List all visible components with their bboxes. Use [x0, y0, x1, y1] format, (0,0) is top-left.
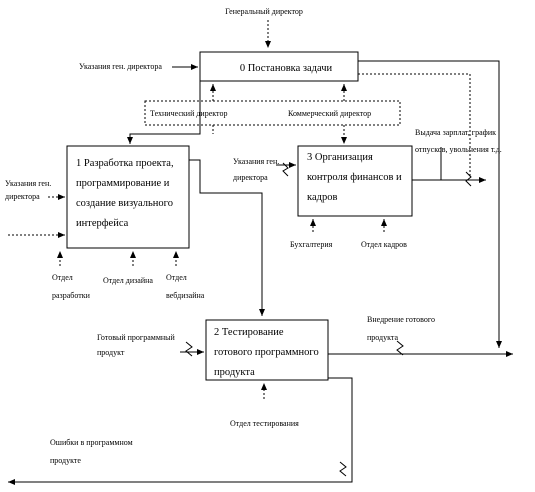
- box-1-development: [66, 145, 190, 249]
- testing-dept-label: Отдел тестирования: [230, 419, 299, 428]
- finished-product-line-2: продукт: [97, 348, 125, 357]
- gen-dir-box3-line-2: директора: [233, 173, 268, 182]
- box-2-line-1: 2 Тестирование: [214, 327, 284, 338]
- dept-web-line-1: Отдел: [166, 273, 187, 282]
- gen-dir-box3-line-1: Указания ген.: [233, 157, 279, 166]
- box0-output-right: [358, 60, 502, 348]
- issue-line-1: Выдача зарплат, график: [415, 128, 496, 137]
- gen-dir-left-line-1: Указания ген.: [5, 179, 51, 188]
- box-3-line-1: 3 Организация: [307, 152, 373, 163]
- box-2-line-3: продукта: [214, 367, 255, 378]
- errors-line-1: Ошибки в программном: [50, 438, 133, 447]
- exec-director-label: Коммерческий директор: [288, 109, 371, 118]
- box-2-line-2: готового программного: [214, 347, 319, 358]
- tunnel-mark-box3-output: [465, 171, 472, 187]
- dept-web-line-2: вебдизайна: [166, 291, 205, 300]
- gen-dir-left-line-2: директора: [5, 192, 40, 201]
- errors-feedback-arrow: [8, 377, 353, 485]
- box-1-line-1: 1 Разработка проекта,: [76, 158, 174, 169]
- dept-dev-line-1: Отдел: [52, 273, 73, 282]
- tunnel-mark-box2-input: [185, 341, 193, 357]
- dept-dev-line-2: разработки: [52, 291, 91, 300]
- box-1-line-4: интерфейса: [76, 218, 129, 229]
- box0-output-dashed: [358, 73, 471, 178]
- mechanism-directors-group: [144, 100, 401, 126]
- box-3-finance-control: [297, 145, 413, 217]
- box-3-line-2: контроля финансов и: [307, 172, 402, 183]
- box-1-line-2: программирование и: [76, 178, 170, 189]
- box-3-line-3: кадров: [307, 192, 337, 203]
- finished-product-line-1: Готовый программный: [97, 333, 176, 342]
- tunnel-mark-box2-output: [396, 340, 404, 356]
- issue-line-2: отпусков, увольнения т.д.: [415, 145, 502, 154]
- hr-label: Отдел кадров: [361, 240, 407, 249]
- tunnel-mark-errors: [339, 461, 347, 477]
- tunnel-mark-box3-input: [282, 162, 289, 177]
- errors-line-2: продукте: [50, 456, 81, 465]
- deploy-line-1: Внедрение готового: [367, 315, 435, 324]
- gen-dir-instructions-label: Указания ген. директора: [79, 62, 162, 71]
- box0-to-box1-control: [127, 81, 201, 144]
- box-1-line-3: создание визуального: [76, 198, 173, 209]
- deploy-line-2: продукта: [367, 333, 398, 342]
- accounting-label: Бухгалтерия: [290, 240, 333, 249]
- dept-design-label: Отдел дизайна: [103, 276, 153, 285]
- tech-director-label: Технический директор: [150, 109, 227, 118]
- box-2-testing: [205, 319, 329, 381]
- box-0-label: 0 Постановка задачи: [240, 63, 333, 74]
- general-director-label: Генеральный директор: [225, 7, 303, 16]
- box1-to-box2-arrow: [189, 159, 265, 316]
- box-0-task-setting: [199, 51, 359, 82]
